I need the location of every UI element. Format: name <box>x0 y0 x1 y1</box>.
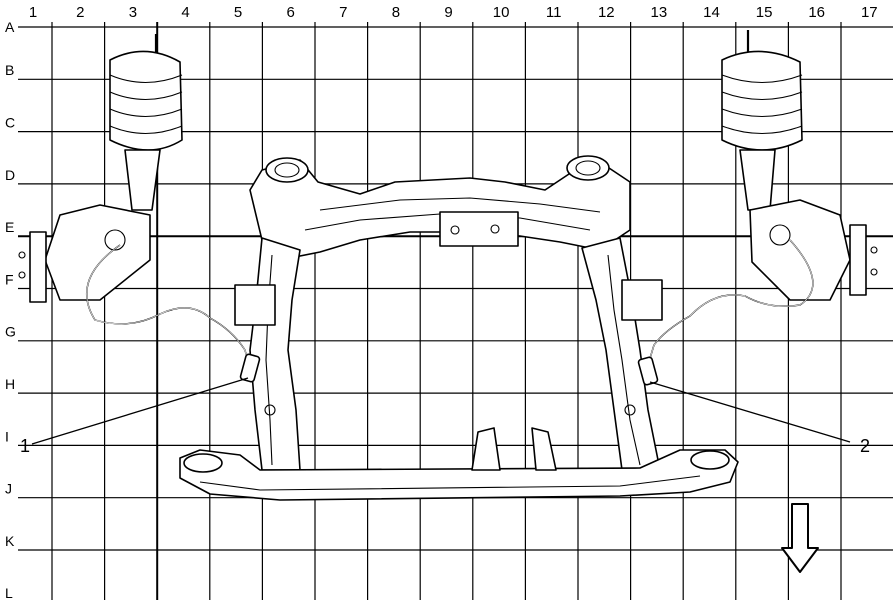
grid-column-label: 14 <box>703 4 720 21</box>
grid-row-label: E <box>5 219 14 235</box>
right-strut-assembly <box>721 30 878 301</box>
grid-column-label: 7 <box>339 4 347 21</box>
left-strut-assembly <box>18 34 183 303</box>
grid-row-label: C <box>5 114 15 130</box>
grid-row-label: F <box>5 271 14 287</box>
grid-column-label: 1 <box>29 4 37 21</box>
grid-column-label: 3 <box>129 4 137 21</box>
callout-1-leader <box>31 377 249 445</box>
grid-column-label: 11 <box>546 4 562 21</box>
callout-1-label: 1 <box>20 436 30 456</box>
grid-row-label: G <box>5 324 16 340</box>
grid-column-label: 5 <box>234 4 242 21</box>
grid-row-label: K <box>5 533 15 549</box>
grid-column-label: 15 <box>756 4 773 21</box>
grid-row-label: D <box>5 167 15 183</box>
grid-column-label: 8 <box>392 4 400 21</box>
left-wheel-speed-sensor-connector <box>239 353 261 383</box>
engine-cradle <box>179 155 739 501</box>
grid-row-label: J <box>5 481 12 497</box>
grid-column-label: 13 <box>651 4 668 21</box>
grid-row-label: A <box>5 19 15 35</box>
grid-column-label: 4 <box>181 4 189 21</box>
grid-column-label: 12 <box>598 4 615 21</box>
callout-2-label: 2 <box>860 436 870 456</box>
grid-row-label: H <box>5 376 15 392</box>
grid-lines <box>18 22 893 600</box>
grid-column-label: 2 <box>76 4 84 21</box>
grid-column-label: 10 <box>493 4 510 21</box>
right-wheel-speed-sensor-connector <box>637 356 659 386</box>
grid-column-label: 16 <box>808 4 825 21</box>
wheel-speed-sensor-harnesses <box>86 239 814 386</box>
grid-row-label: L <box>5 585 13 601</box>
grid-column-label: 9 <box>444 4 452 21</box>
callout-2-leader <box>649 381 851 443</box>
grid-row-label: I <box>5 428 9 444</box>
grid-row-labels: A B C D E F G H I J K L <box>5 19 16 601</box>
grid-column-label: 6 <box>287 4 295 21</box>
down-arrow-icon <box>781 503 819 573</box>
grid-row-label: B <box>5 62 14 78</box>
grid-column-label: 17 <box>861 4 878 21</box>
